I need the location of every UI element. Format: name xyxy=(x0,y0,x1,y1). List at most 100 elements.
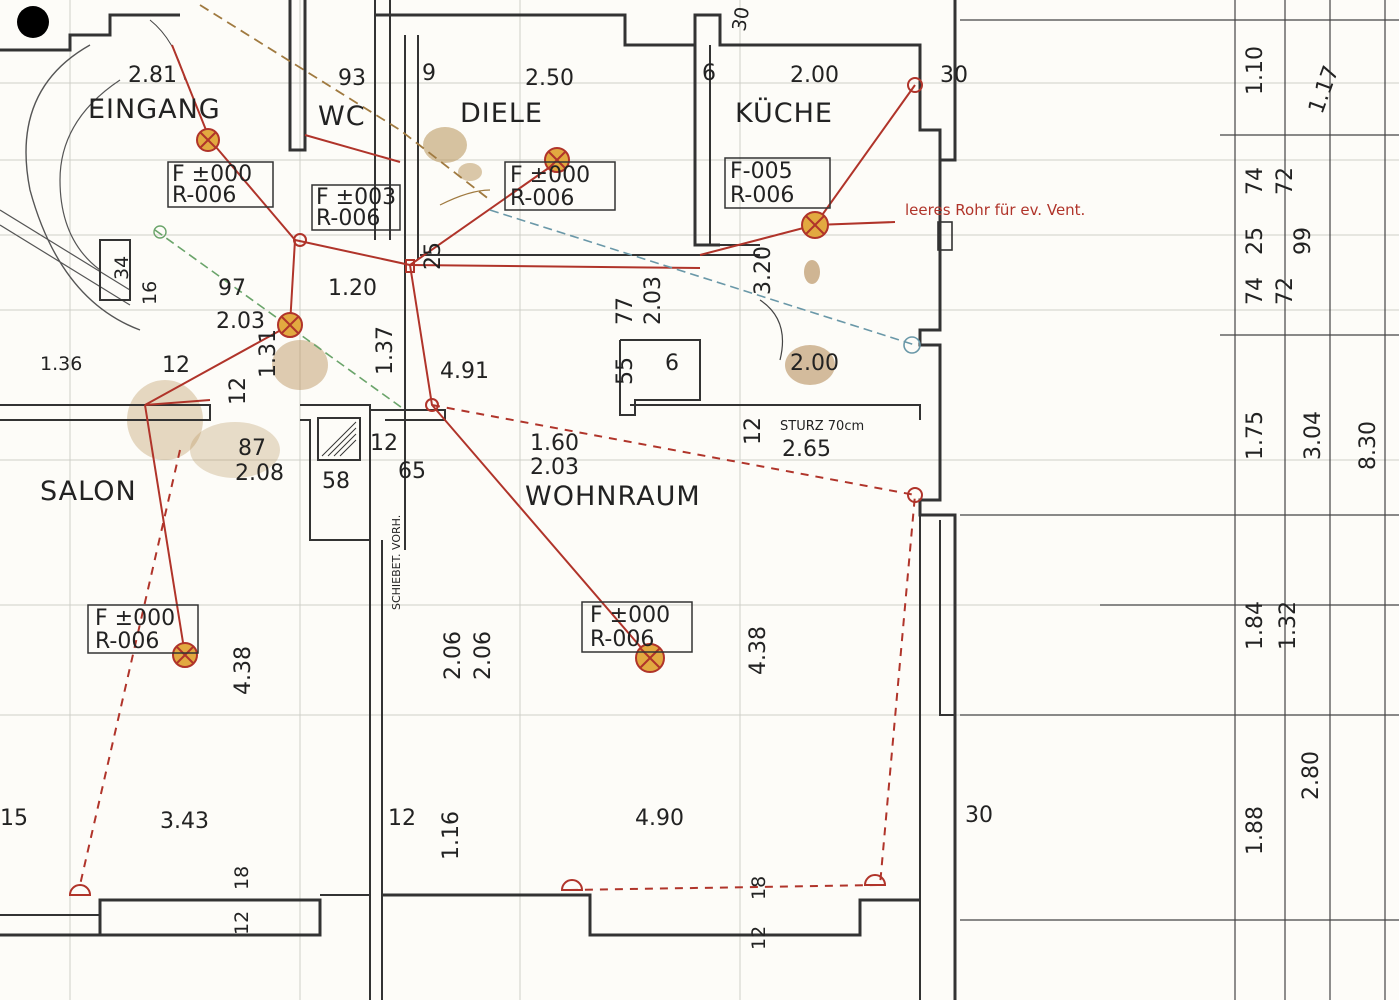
outlet-icon xyxy=(153,225,167,239)
level-tag-f: F ±000 xyxy=(590,603,670,628)
dimension-label: 12 xyxy=(741,417,766,445)
room-label-salon: SALON xyxy=(40,476,137,507)
dimension-lines xyxy=(960,0,1399,1000)
dimension-label: 2.50 xyxy=(525,66,574,91)
dimension-label: 2.80 xyxy=(1299,751,1324,800)
level-tag-f: F-005 xyxy=(730,159,793,184)
dimension-label: 12 xyxy=(748,926,770,950)
room-labels: EINGANG WC DIELE KÜCHE SALON WOHNRAUM xyxy=(40,94,833,512)
dimension-label: 77 xyxy=(613,297,638,325)
dimension-label: 34 xyxy=(111,256,133,280)
electrical-wiring xyxy=(68,4,953,896)
level-tags: F ±000 R-006 F ±003 R-006 F ±000 R-006 F… xyxy=(87,157,831,654)
level-tag-r: R-006 xyxy=(730,183,794,208)
dimension-label: 4.38 xyxy=(746,626,771,675)
dimension-label: 1.20 xyxy=(328,276,377,301)
dimension-label: 4.91 xyxy=(440,359,489,384)
level-tag-r: R-006 xyxy=(95,629,159,654)
sturz-note: STURZ 70cm xyxy=(780,419,864,434)
dimension-label: 55 xyxy=(613,357,638,385)
room-label-diele: DIELE xyxy=(460,98,543,129)
outlet-icon xyxy=(68,77,923,896)
dimension-label: 6 xyxy=(702,61,716,86)
outlet-icon xyxy=(903,336,921,354)
punch-hole xyxy=(17,6,49,38)
dimension-label: 9 xyxy=(422,61,436,86)
dimension-label: 12 xyxy=(388,806,416,831)
ceiling-light-icon xyxy=(277,312,303,338)
annotations: leeres Rohr für ev. Vent. STURZ 70cm SCH… xyxy=(390,201,1085,610)
dimension-label: 8.30 xyxy=(1356,421,1381,470)
level-tag-f: F ±000 xyxy=(95,606,175,631)
dimension-label: 97 xyxy=(218,276,246,301)
dimension-label: 18 xyxy=(748,876,770,900)
room-label-wohnraum: WOHNRAUM xyxy=(525,481,701,512)
dimension-label: 3.04 xyxy=(1301,411,1326,460)
dimension-label: 2.06 xyxy=(441,631,466,680)
dimension-label: 12 xyxy=(370,431,398,456)
dimension-label: 1.32 xyxy=(1276,601,1301,650)
dimension-label: 1.75 xyxy=(1243,411,1268,460)
dimension-label: 2.03 xyxy=(216,309,265,334)
dimension-label: 2.03 xyxy=(530,455,579,480)
dimension-label: 30 xyxy=(728,5,754,33)
walls xyxy=(0,0,957,1000)
dimension-label: 6 xyxy=(665,351,679,376)
level-tag-r: R-006 xyxy=(510,186,574,211)
dimension-label: 2.65 xyxy=(782,437,831,462)
dimension-label: 16 xyxy=(139,281,161,305)
dimension-label: 25 xyxy=(421,242,446,270)
dimension-labels: 2.81 93 9 2.50 6 2.00 30 30 1.20 97 2.03… xyxy=(0,5,993,834)
dimension-label: 58 xyxy=(322,469,350,494)
level-tag-r: R-006 xyxy=(316,206,380,231)
dimension-label: 2.06 xyxy=(471,631,496,680)
dimension-label: 3.20 xyxy=(751,246,776,295)
dimension-label: 4.90 xyxy=(635,806,684,831)
room-label-eingang: EINGANG xyxy=(88,94,221,125)
ceiling-light-icon xyxy=(172,642,198,668)
dimension-label: 12 xyxy=(226,377,251,405)
dimension-label: 1.88 xyxy=(1243,806,1268,855)
level-tag-f: F ±000 xyxy=(172,162,252,187)
dimension-label: 18 xyxy=(231,866,253,890)
dimension-label: 1.37 xyxy=(373,326,398,375)
dimension-label: 2.00 xyxy=(790,63,839,88)
dimension-label: 74 xyxy=(1243,167,1268,195)
ceiling-light-icon xyxy=(801,211,829,239)
dimension-label: 72 xyxy=(1273,167,1298,195)
dimension-label: 12 xyxy=(231,911,253,935)
dimension-label: 1.10 xyxy=(1243,46,1268,95)
dimension-label: 1.17 xyxy=(1304,62,1344,117)
dimension-label: 93 xyxy=(338,66,366,91)
dimension-label: 2.81 xyxy=(128,63,177,88)
level-tag-f: F ±000 xyxy=(510,163,590,188)
dimension-label: 87 xyxy=(238,436,266,461)
dimension-label: 1.60 xyxy=(530,431,579,456)
dimension-label: 3.43 xyxy=(160,809,209,834)
level-tag-r: R-006 xyxy=(590,627,654,652)
vent-duct-icon xyxy=(937,221,953,251)
room-label-kueche: KÜCHE xyxy=(735,97,833,129)
ceiling-light-icon xyxy=(544,147,570,173)
dimension-label: 2.03 xyxy=(641,276,666,325)
dimension-label: 30 xyxy=(940,63,968,88)
dimension-label: 1.36 xyxy=(40,353,82,375)
dimension-label: 15 xyxy=(0,806,28,831)
dimension-label: 1.84 xyxy=(1243,601,1268,650)
level-tag-r: R-006 xyxy=(172,183,236,208)
dimension-label: 4.38 xyxy=(231,646,256,695)
vent-note: leeres Rohr für ev. Vent. xyxy=(905,201,1085,219)
dimension-label: 30 xyxy=(965,803,993,828)
dimension-label: 74 xyxy=(1243,277,1268,305)
dimension-label: 1.16 xyxy=(439,811,464,860)
room-label-wc: WC xyxy=(318,101,366,132)
dimension-label: 1.31 xyxy=(256,329,281,378)
dimension-label: 72 xyxy=(1273,277,1298,305)
ceiling-light-icon xyxy=(196,128,220,152)
level-tag-f: F ±003 xyxy=(316,185,396,210)
dimension-label: 65 xyxy=(398,459,426,484)
dimension-label: 2.08 xyxy=(235,461,284,486)
dimension-label: 12 xyxy=(162,353,190,378)
dimension-label: 99 xyxy=(1291,227,1316,255)
